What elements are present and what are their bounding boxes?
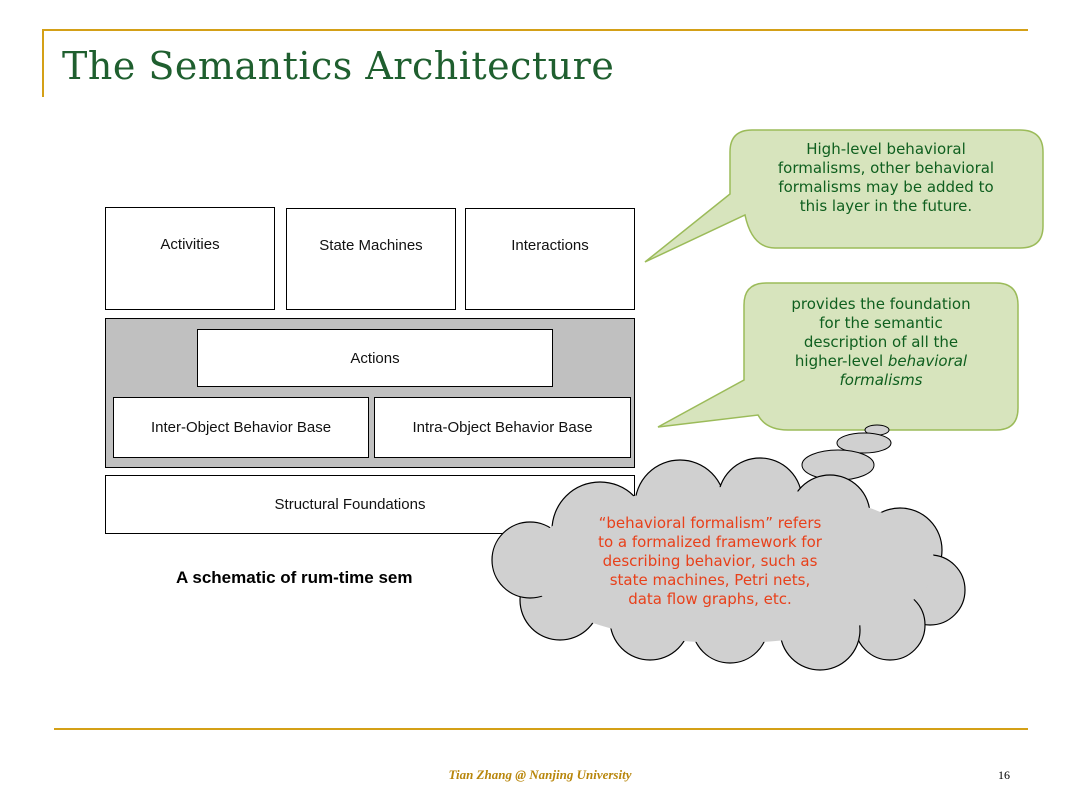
interactions-label: Interactions [511, 237, 589, 254]
interactions-box: Interactions [465, 208, 635, 310]
page-number: 16 [998, 768, 1010, 782]
cloud-fill-core [525, 487, 935, 643]
title-accent-horizontal [42, 29, 1028, 31]
high-level-callout-bubble [644, 129, 1044, 263]
structural-foundations-label: Structural Foundations [274, 496, 426, 513]
high-level-line-4: this layer in the future. [799, 197, 973, 215]
foundation-line-5-italic: formalisms [839, 371, 923, 389]
footer-rule [54, 728, 1028, 730]
structural-foundations-box: Structural Foundations [105, 475, 635, 534]
inter-object-box: Inter-Object Behavior Base [113, 397, 369, 458]
state-machines-box: State Machines [286, 208, 456, 310]
diagram-caption: A schematic of rum-time sem [176, 568, 413, 587]
foundation-line-4-italic: behavioral [887, 352, 968, 370]
foundation-line-4-plain: higher-level [794, 352, 884, 370]
slide-title: The Semantics Architecture [62, 44, 615, 88]
foundation-callout-text: provides the foundation for the semantic… [748, 295, 1014, 390]
foundation-line-1: provides the foundation [791, 295, 971, 313]
foundation-line-2: for the semantic [819, 314, 943, 332]
activities-box: Activities [105, 207, 275, 310]
thought-bubble-medium [836, 432, 892, 454]
high-level-line-2: formalisms, other behavioral [777, 159, 995, 177]
cloud-line-3: describing behavior, such as [602, 552, 818, 570]
cloud-text: “behavioral formalism” refers to a forma… [565, 514, 855, 609]
cloud-line-5: data flow graphs, etc. [628, 590, 792, 608]
footer-author: Tian Zhang @ Nanjing University [448, 767, 632, 782]
intra-object-label: Intra-Object Behavior Base [412, 419, 593, 436]
intra-object-box: Intra-Object Behavior Base [374, 397, 631, 458]
high-level-line-3: formalisms may be added to [778, 178, 994, 196]
title-accent-vertical [42, 29, 44, 97]
foundation-callout-bubble [657, 282, 1019, 431]
foundation-line-3: description of all the [803, 333, 959, 351]
high-level-callout-text: High-level behavioral formalisms, other … [736, 140, 1036, 216]
cloud-line-4: state machines, Petri nets, [609, 571, 811, 589]
foundation-line-5: formalisms [748, 371, 1014, 390]
high-level-line-1: High-level behavioral [806, 140, 966, 158]
actions-box: Actions [197, 329, 553, 387]
state-machines-label: State Machines [319, 237, 423, 254]
actions-label: Actions [350, 349, 400, 367]
cloud-line-2: to a formalized framework for [598, 533, 822, 551]
cloud-line-1: “behavioral formalism” refers [598, 514, 822, 532]
foundation-line-4: higher-level behavioral [748, 352, 1014, 371]
inter-object-label: Inter-Object Behavior Base [150, 419, 332, 436]
activities-label: Activities [160, 236, 220, 253]
